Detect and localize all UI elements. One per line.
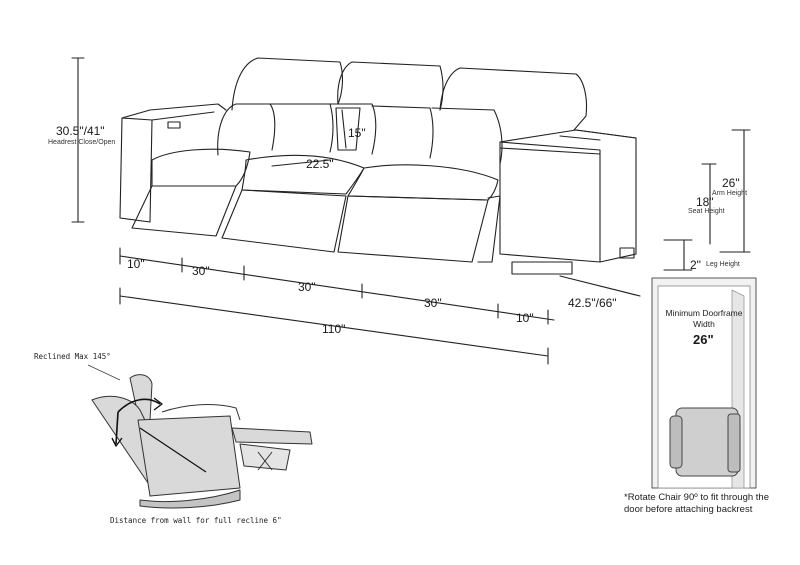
- height-total-caption: Headrest Close/Open: [48, 139, 116, 146]
- doorframe-illustration: [651, 277, 757, 489]
- wall-distance-label: Distance from wall for full recline 6": [110, 516, 282, 525]
- arm-height-label: 26": [722, 176, 740, 190]
- seat-width-label: 22.5": [306, 157, 334, 171]
- seat-height-caption: Seat Height: [688, 208, 725, 215]
- doorframe-note: *Rotate Chair 90º to fit through the doo…: [624, 492, 770, 515]
- depth-label: 42.5"/66": [568, 296, 617, 310]
- seat-height-label: 18": [696, 195, 714, 209]
- seat-1-width-label: 30": [192, 264, 210, 278]
- seat-3-width-label: 30": [424, 296, 442, 310]
- recliner-illustration: [87, 364, 313, 509]
- seat-depth-label: 15": [348, 126, 366, 140]
- height-total-label: 30.5"/41": [56, 124, 105, 138]
- seat-2-width-label: 30": [298, 280, 316, 294]
- arm-height-caption: Arm Height: [712, 190, 748, 197]
- total-width-label: 110": [322, 322, 346, 336]
- doorframe-title: Minimum Doorframe Width: [665, 308, 743, 329]
- sofa-illustration: [119, 57, 637, 275]
- reclined-max-label: Reclined Max 145°: [34, 352, 111, 361]
- arm-left-width-label: 10": [127, 257, 145, 271]
- leg-height-label: 2": [690, 258, 701, 272]
- doorframe-width-value: 26": [693, 332, 714, 347]
- arm-right-width-label: 10": [516, 311, 534, 325]
- leg-height-caption: Leg Height: [706, 261, 740, 268]
